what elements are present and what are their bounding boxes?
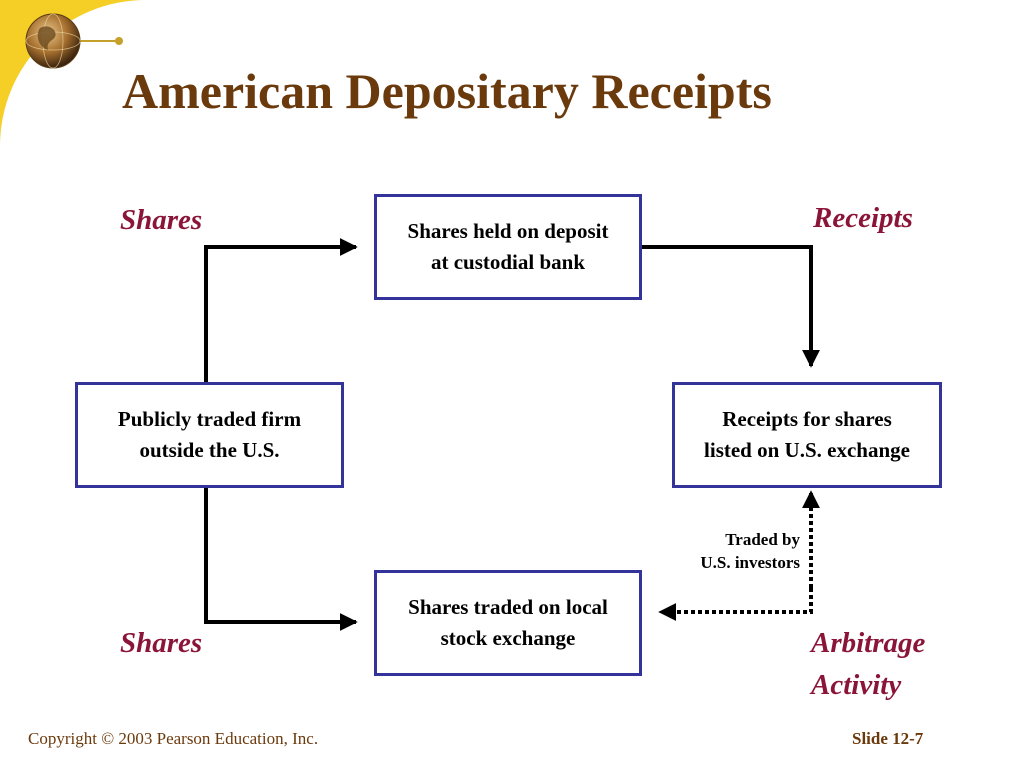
- arrow-firm-to-deposit: [204, 238, 358, 382]
- label-line: U.S. investors: [700, 553, 800, 572]
- label-shares-top: Shares: [120, 204, 203, 236]
- box-shares-on-deposit: Shares held on deposit at custodial bank: [374, 194, 642, 300]
- arrow-deposit-to-receipts: [641, 245, 820, 368]
- arrow-firm-to-local: [204, 488, 358, 631]
- slide-title: American Depositary Receipts: [122, 63, 772, 119]
- box-line: Shares traded on local: [408, 595, 608, 619]
- box-line: listed on U.S. exchange: [704, 438, 910, 462]
- label-receipts: Receipts: [813, 202, 913, 234]
- box-line: Publicly traded firm: [117, 407, 302, 431]
- label-line: Activity: [811, 669, 902, 701]
- box-line: Shares held on deposit: [407, 219, 609, 243]
- box-receipts-for-shares: Receipts for shares listed on U.S. exchan…: [672, 382, 942, 488]
- footer-slide-number: Slide 12-7: [852, 729, 924, 748]
- box-shares-traded-local: Shares traded on local stock exchange: [374, 570, 642, 676]
- corner-decoration: [0, 0, 146, 146]
- label-line: Traded by: [725, 530, 800, 549]
- box-line: at custodial bank: [430, 250, 586, 274]
- box-line: stock exchange: [440, 626, 576, 650]
- box-line: outside the U.S.: [139, 438, 280, 462]
- label-shares-bottom: Shares: [120, 627, 203, 659]
- label-line: Arbitrage: [811, 627, 926, 659]
- box-publicly-traded-firm: Publicly traded firm outside the U.S.: [75, 382, 344, 488]
- arrow-arbitrage-dotted: [658, 588, 813, 621]
- label-traded-by-us-investors: Traded by U.S. investors: [676, 528, 800, 574]
- box-line: Receipts for shares: [722, 407, 892, 431]
- globe-icon: [25, 13, 81, 69]
- footer-copyright: Copyright © 2003 Pearson Education, Inc.: [28, 729, 319, 748]
